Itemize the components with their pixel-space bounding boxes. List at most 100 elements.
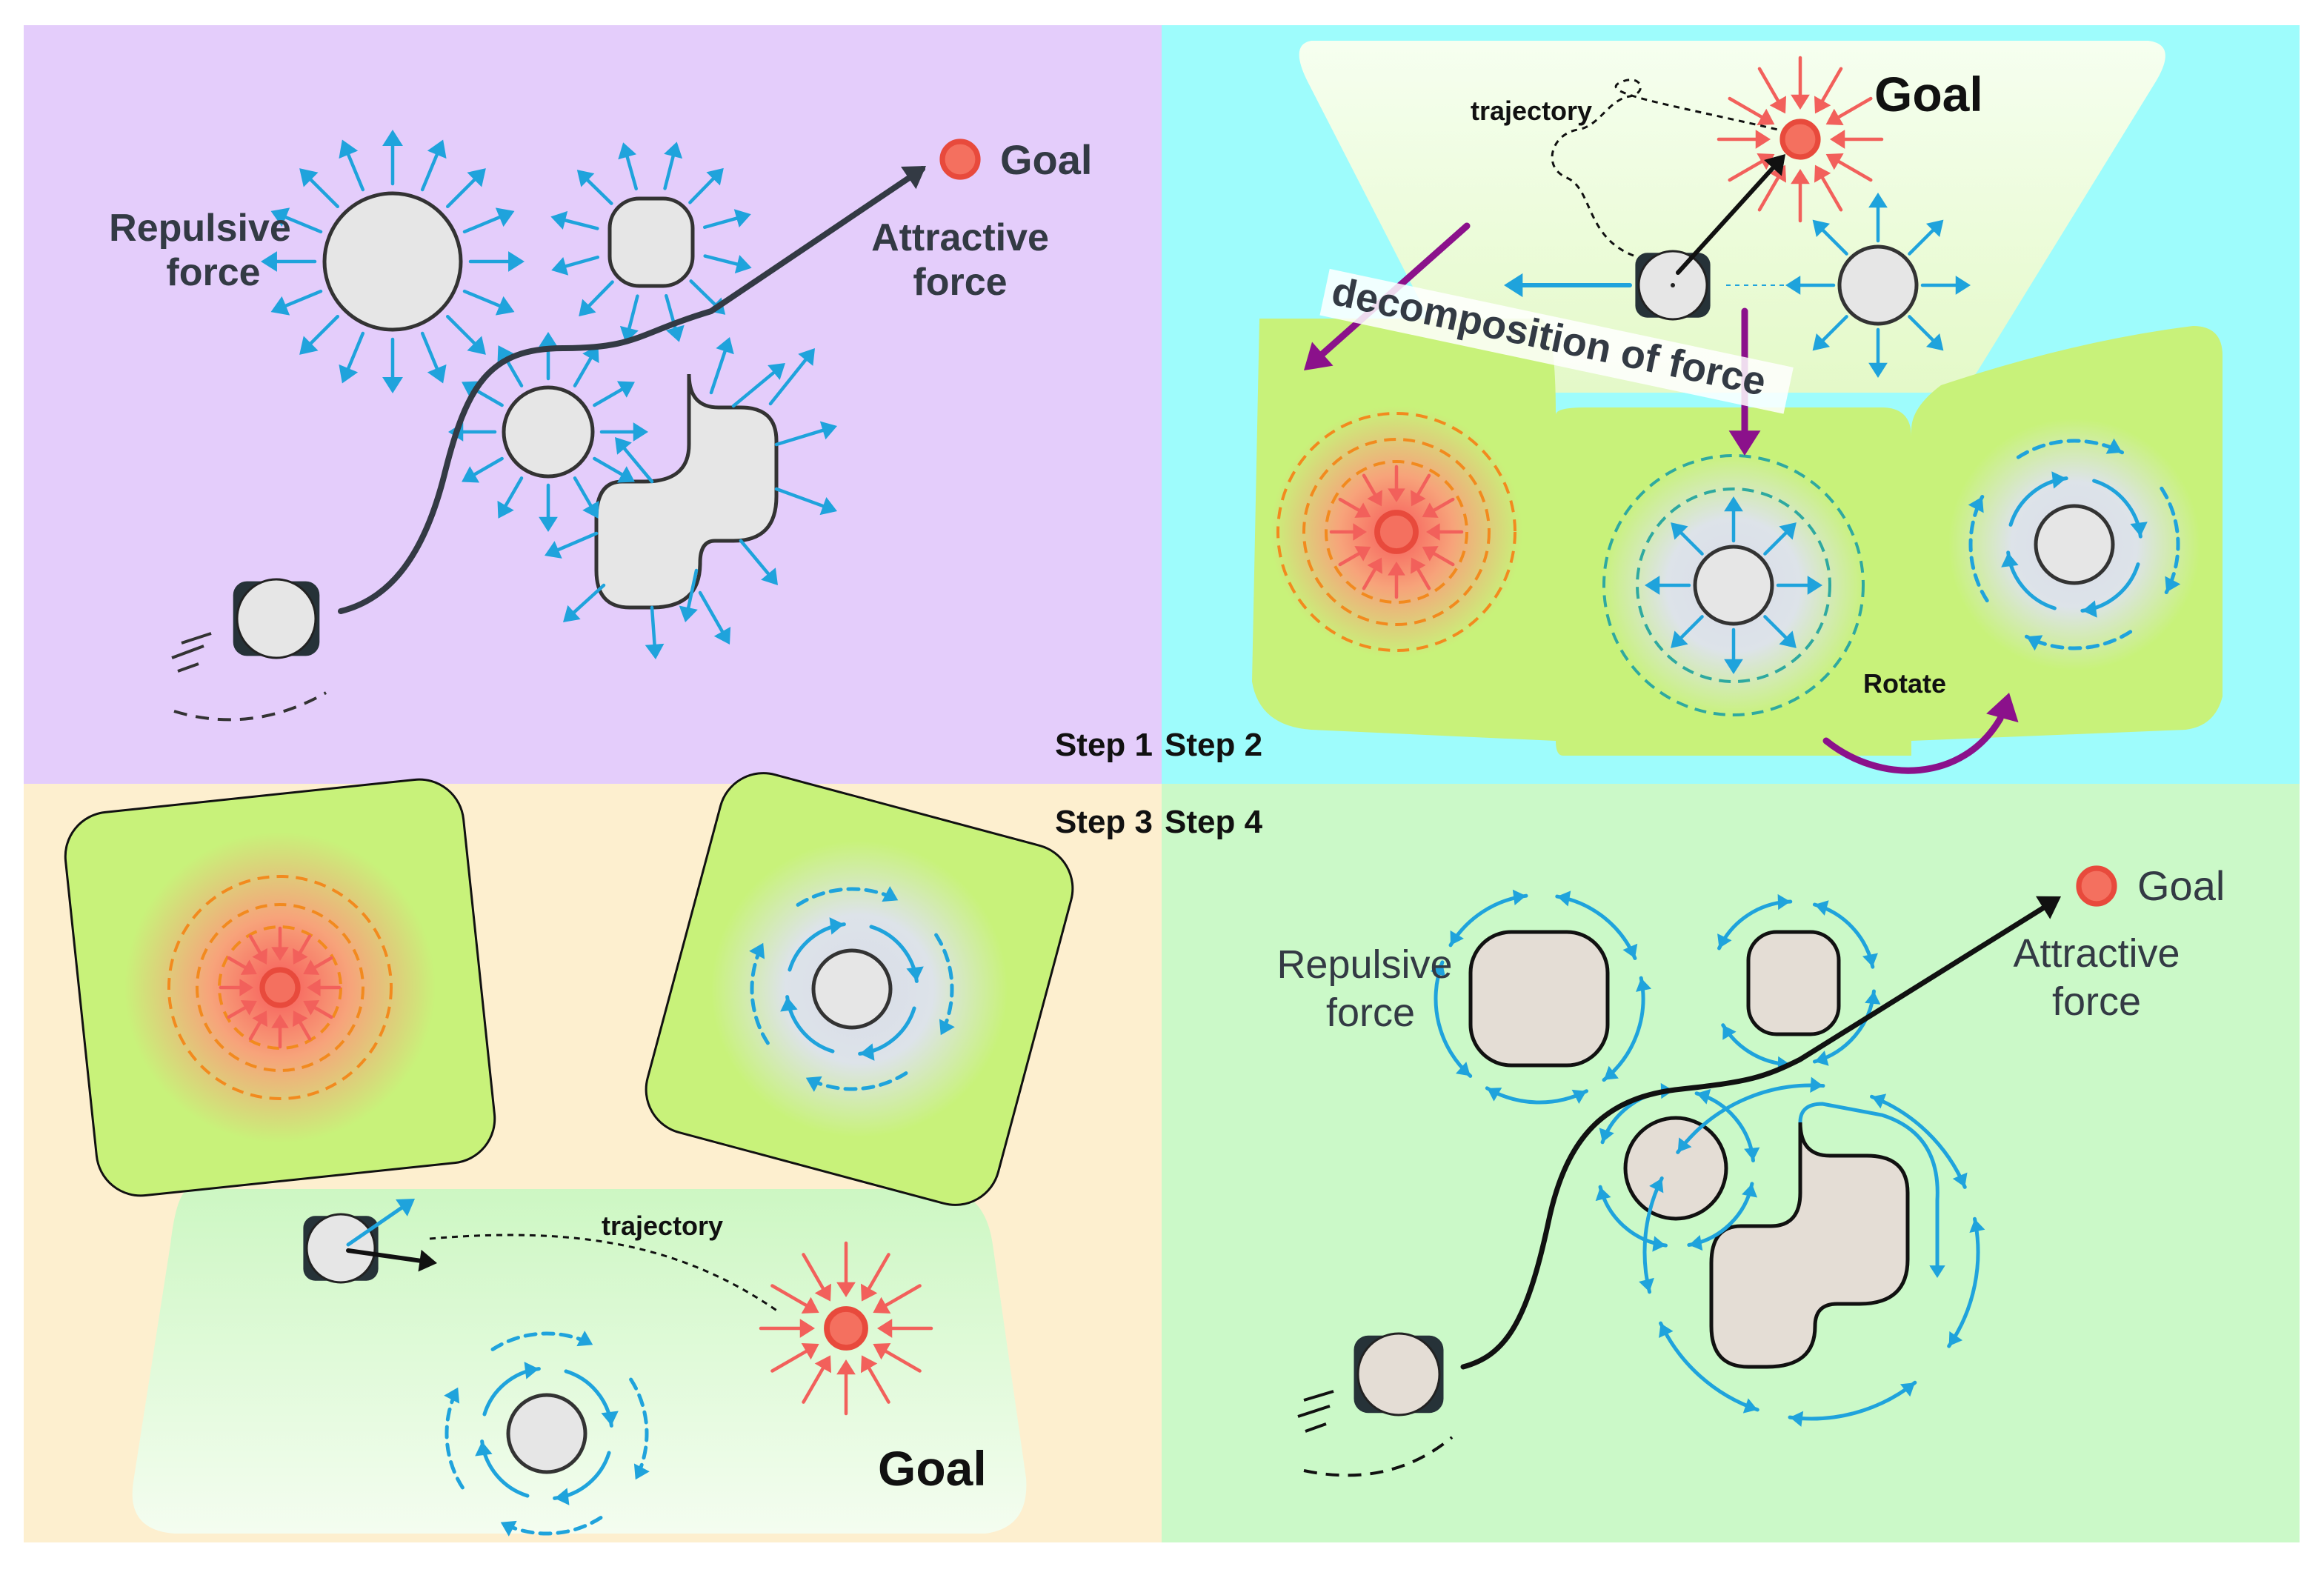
motion-line	[177, 662, 199, 673]
step4-attractive-line1: Attractive	[2013, 931, 2180, 976]
attractive-arrow-head	[860, 1355, 878, 1374]
rotate-arrow	[1822, 715, 2004, 774]
repulsive-arrow-head	[261, 251, 277, 272]
attractive-arrow-head	[873, 1342, 891, 1360]
repulsive-arrow	[685, 568, 699, 614]
attractive-arrow	[1818, 67, 1843, 107]
vortex-arc-head	[633, 1463, 650, 1480]
repulsive-arrow-head	[716, 337, 734, 355]
step2-trajectory-label: trajectory	[1471, 96, 1592, 126]
repulsive-arrow-head	[616, 466, 635, 483]
vortex-arc-head	[500, 1520, 517, 1537]
vortex-arc-head	[829, 917, 845, 935]
obstacle-icon	[322, 191, 463, 332]
attractive-arrow	[1728, 157, 1768, 182]
attractive-arrow-head	[239, 979, 253, 996]
flow-arc-head-start	[1636, 978, 1652, 992]
repulsive-arrow	[344, 148, 365, 192]
repulsive-arrow-head	[382, 377, 403, 393]
orange-contour	[1325, 460, 1468, 604]
repulsive-arrow-head	[1785, 276, 1801, 295]
repulsive-arrow-head	[633, 422, 648, 442]
repulsive-arrow	[573, 353, 595, 387]
repulsive-arrow-head	[1812, 333, 1831, 351]
motion-line	[171, 645, 204, 659]
attractive-arrow-head	[1367, 557, 1382, 574]
repulsive-arrow-head	[467, 336, 486, 355]
repulsive-arrow-head	[545, 541, 562, 559]
robot-icon	[233, 578, 320, 659]
attractive-arrow	[1757, 67, 1782, 107]
repulsive-arrow	[1677, 615, 1704, 642]
attractive-arrow-head	[1411, 557, 1426, 574]
flow-arc-head-end	[1744, 1147, 1760, 1161]
flow-arc	[1870, 1094, 1967, 1189]
repulsive-arrow-head	[1779, 630, 1797, 648]
attractive-arrow	[1833, 157, 1873, 182]
flow-arc-head-end	[1595, 1187, 1611, 1202]
repulsive-arrow-head	[299, 336, 319, 355]
repulsive-arrow	[305, 174, 340, 209]
attractive-arrow	[865, 1253, 890, 1294]
attractive-arrow-head	[1353, 523, 1367, 541]
obstacle-icon	[502, 385, 595, 479]
attractive-arrow-head	[1757, 108, 1775, 126]
motion-trail	[1303, 1436, 1454, 1477]
repulsive-arrow-head	[713, 627, 731, 645]
vortex-arc-head	[2130, 522, 2148, 537]
vortex-arc-head	[2051, 471, 2067, 489]
attractive-arrow	[1362, 473, 1379, 500]
decomposition-arrow-head	[1304, 342, 1334, 370]
step1-panel	[24, 25, 1162, 784]
robot-body	[305, 1213, 376, 1284]
repulsive-arrow	[731, 367, 779, 408]
flow-arc-head-end	[1649, 1178, 1664, 1194]
obstacle-icon	[594, 373, 779, 610]
motion-trail	[173, 691, 327, 722]
repulsive-arrow	[650, 605, 657, 650]
repulsive-arrow-head	[798, 348, 815, 366]
trajectory-path	[1460, 897, 2059, 1370]
vortex-direction-arrow	[346, 1203, 407, 1247]
motion-line	[181, 632, 212, 645]
attractive-arrow-head	[801, 1342, 819, 1360]
repulsive-arrow	[305, 314, 340, 349]
repulsive-arrow	[688, 173, 719, 204]
repulsive-arrow-head	[1724, 659, 1743, 674]
robot-icon	[1354, 1332, 1444, 1416]
repulsive-arrow	[703, 254, 743, 267]
repulsive-arrow	[502, 476, 524, 511]
rotate-arrowhead	[1986, 693, 2019, 723]
goal-icon	[824, 1306, 868, 1351]
repulsive-arrow-head	[734, 255, 752, 274]
attractive-arrow-head	[860, 1283, 878, 1302]
attractive-arrow-head	[814, 1355, 832, 1374]
attractive-arrow-head	[240, 1000, 257, 1016]
attractive-arrow-head	[836, 1359, 856, 1375]
vortex-arc-head	[576, 1331, 593, 1347]
repulsive-arrow-head	[1955, 276, 1971, 295]
attractive-arrow-head	[1367, 490, 1382, 507]
repulsive-arrow-head	[733, 209, 751, 228]
repulsive-arrow-head	[761, 567, 778, 585]
attractive-arrow	[770, 1347, 812, 1373]
repulsive-arrow	[1818, 315, 1848, 345]
repulsive-arrow	[445, 314, 480, 349]
attractive-arrow-head	[1354, 502, 1371, 518]
attractive-arrow-head	[1825, 153, 1844, 170]
attractive-arrow-head	[1791, 94, 1810, 110]
step1-goal-label: Goal	[1000, 136, 1092, 183]
repulsive-arrow	[420, 148, 441, 192]
vortex-arc-head	[601, 1411, 619, 1426]
goal-icon	[2076, 865, 2117, 907]
step4-labels: Repulsive force Attractive force Goal	[1276, 862, 2225, 1035]
repulsive-arrow-head	[563, 605, 581, 622]
attractive-arrow-head	[877, 1319, 893, 1338]
obstacle-icon	[1837, 244, 1919, 326]
vortex-direction-arrow-head	[396, 1199, 415, 1216]
flow-arc-head-start	[1455, 1062, 1471, 1076]
repulsive-arrow-head	[539, 332, 558, 347]
repulsive-arrow	[469, 456, 504, 479]
attractive-arrow	[1338, 550, 1365, 567]
repulsive-arrow	[1908, 225, 1938, 256]
